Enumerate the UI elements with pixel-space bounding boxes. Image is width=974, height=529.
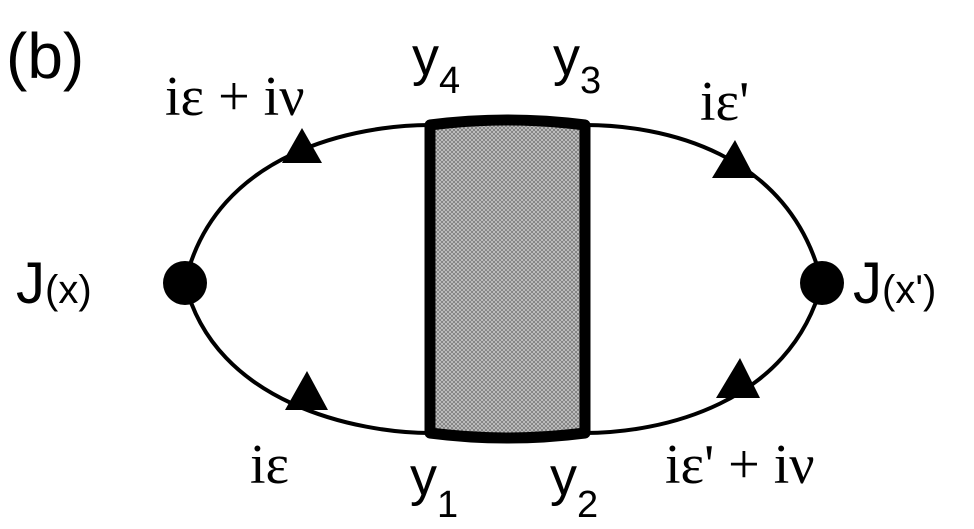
label-y4-base: y — [412, 27, 439, 87]
label-bottom-right-momentum: iε' + iν — [665, 434, 815, 496]
label-y1-base: y — [410, 447, 437, 507]
interaction-vertex-block — [424, 114, 591, 444]
right-vertex-dot — [800, 261, 844, 305]
label-right-vertex-main: J — [853, 251, 882, 316]
label-left-vertex-arg: (x) — [45, 268, 92, 312]
label-top-right-momentum: iε' — [700, 71, 749, 133]
label-y3-sub: 3 — [580, 60, 601, 102]
label-right-vertex: J(x') — [853, 251, 936, 316]
label-top-left-momentum: iε + iν — [165, 66, 305, 128]
label-right-vertex-arg: (x') — [882, 268, 936, 312]
label-y2-sub: 2 — [577, 484, 598, 526]
label-left-vertex-main: J — [16, 251, 45, 316]
arrow-up-bottom-left-icon — [285, 371, 328, 410]
label-y2: y2 — [550, 447, 598, 526]
label-y1-sub: 1 — [437, 484, 458, 526]
arrow-up-right-icon — [712, 140, 755, 178]
left-vertex-dot — [163, 261, 207, 305]
label-y3: y3 — [553, 27, 601, 102]
label-y1: y1 — [410, 447, 458, 526]
label-bottom-left-momentum: iε — [250, 434, 289, 496]
arrow-up-bottom-right-icon — [716, 358, 760, 398]
arrow-up-left-icon — [282, 128, 322, 163]
label-y4-sub: 4 — [439, 60, 460, 102]
label-y2-base: y — [550, 447, 577, 507]
panel-label: (b) — [6, 20, 84, 92]
label-left-vertex: J(x) — [16, 251, 92, 316]
label-y3-base: y — [553, 27, 580, 87]
label-y4: y4 — [412, 27, 460, 102]
